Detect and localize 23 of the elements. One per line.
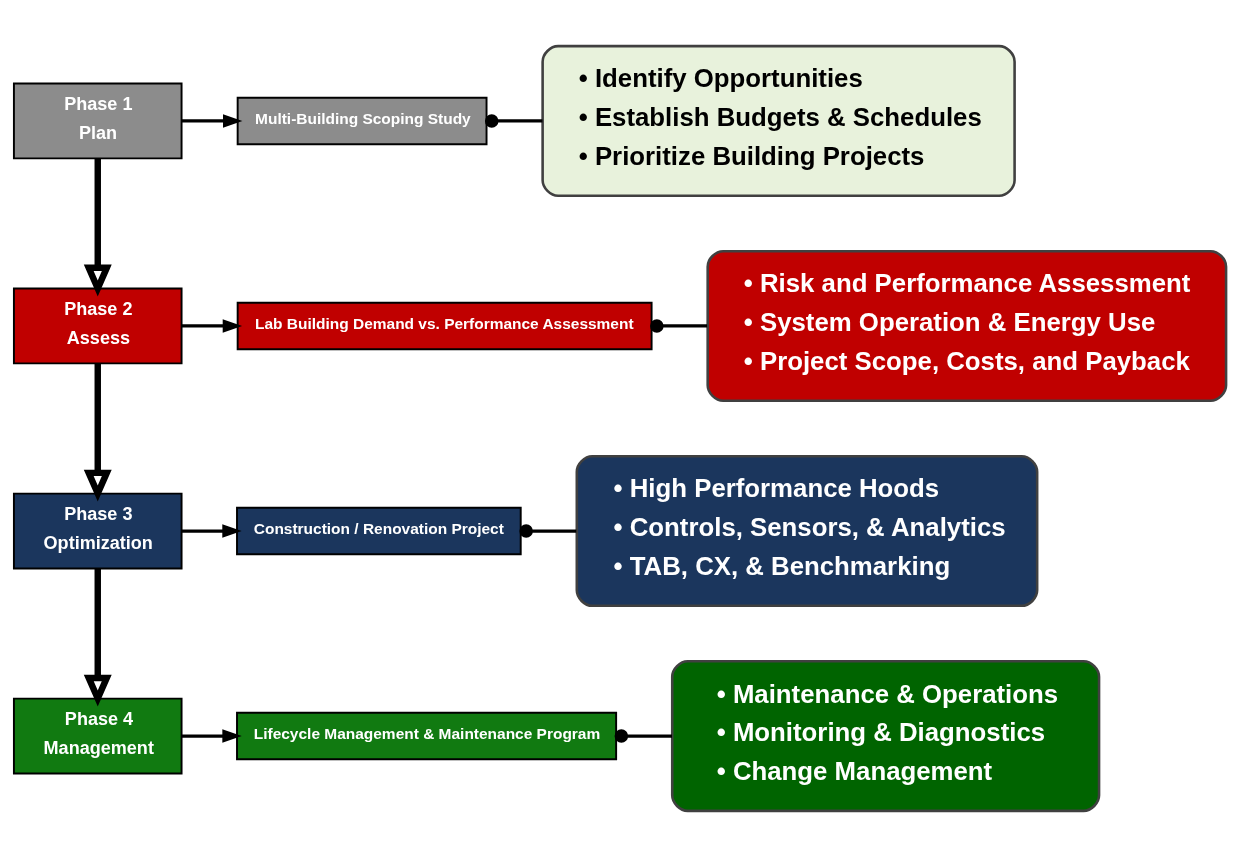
node-box: Multi-Building Scoping Study: [236, 96, 488, 146]
connector: [519, 524, 577, 538]
arrow: [83, 568, 112, 707]
node-box: Phase 3 Optimization: [12, 492, 183, 570]
node-box: • Risk and Performance Assessment • System Operation & Energy Use • Project Scope, Costs, and Payback: [706, 249, 1228, 403]
arrow: [181, 319, 243, 333]
connector: [614, 729, 672, 743]
node-box: Phase 1 Plan: [12, 82, 183, 160]
arrow: [83, 158, 112, 297]
arrow: [83, 363, 112, 502]
node-box: Lifecycle Management & Maintenance Program: [236, 711, 618, 761]
node-box: • Maintenance & Operations • Monitoring & Diagnostics • Change Management: [670, 659, 1101, 813]
node-box: Lab Building Demand vs. Performance Assessment: [236, 301, 653, 351]
node-box: Construction / Renovation Project: [236, 506, 522, 556]
connector: [484, 114, 543, 128]
connector: [650, 319, 708, 333]
node-box: Phase 4 Management: [12, 697, 183, 775]
arrow: [181, 524, 242, 538]
node-box: • Identify Opportunities • Establish Budgets & Schedules • Prioritize Building Projects: [541, 44, 1016, 198]
arrow: [181, 729, 242, 743]
arrow: [181, 114, 243, 128]
node-box: Phase 2 Assess: [12, 287, 183, 365]
node-box: • High Performance Hoods • Controls, Sensors, & Analytics • TAB, CX, & Benchmarking: [575, 454, 1039, 608]
